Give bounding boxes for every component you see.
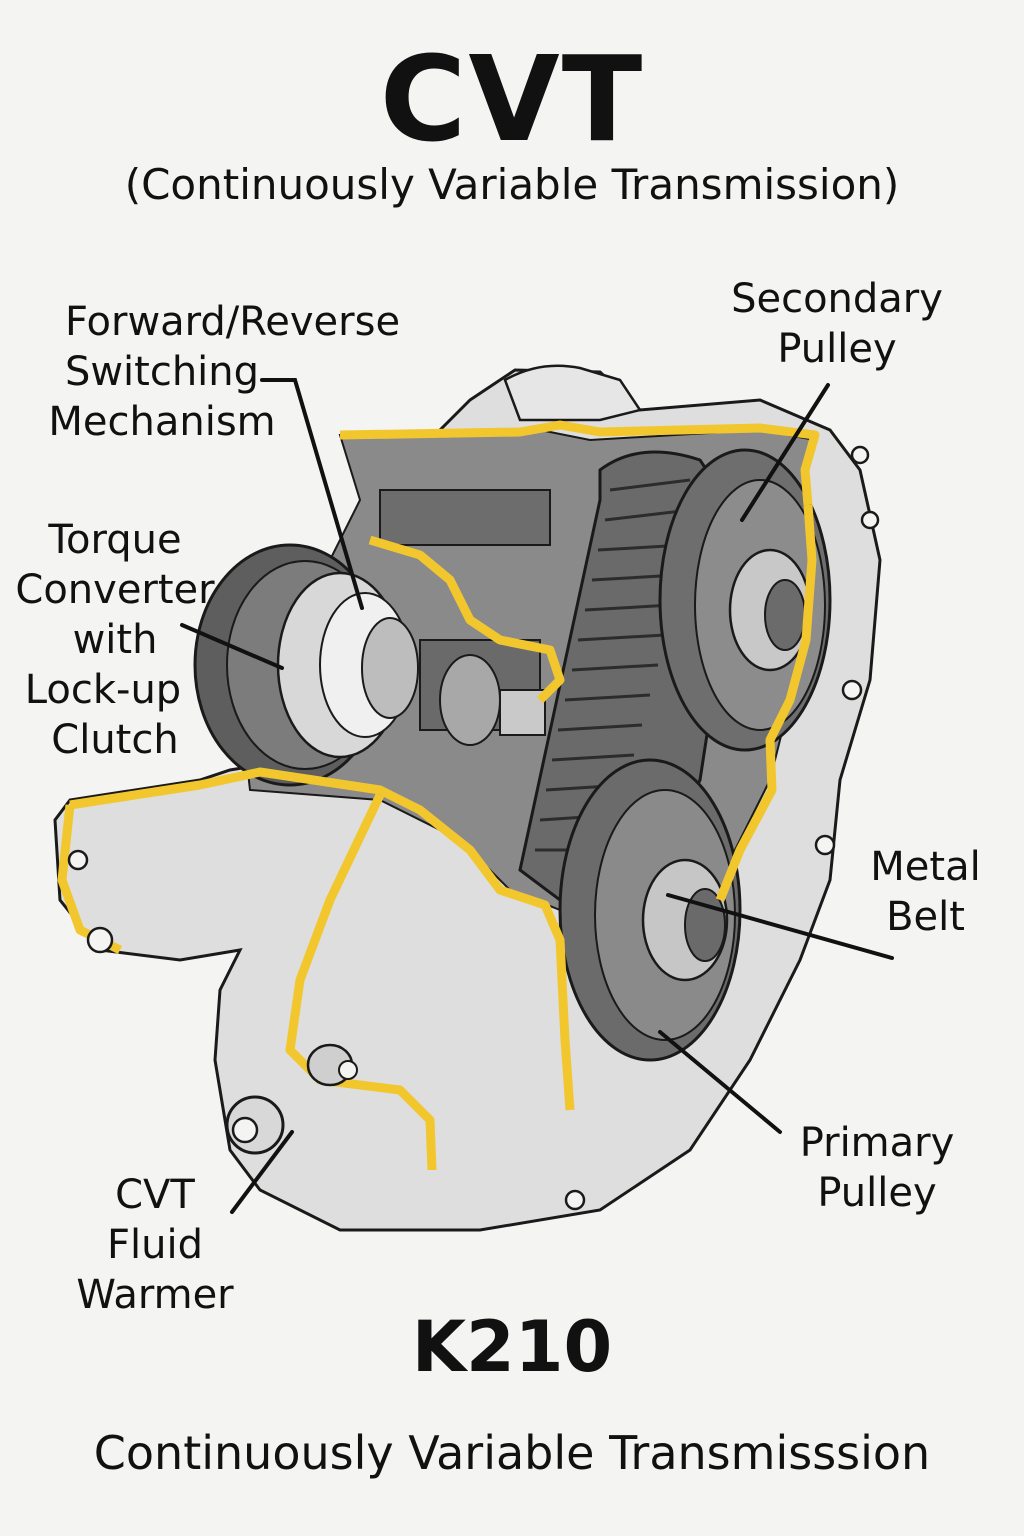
fluid-warmer-fitting (225, 1043, 358, 1155)
label-line: Torque (48, 517, 182, 563)
model-code: K210 (411, 1306, 613, 1388)
cutaway-edge-lower-left (285, 793, 437, 1171)
label-line: Mechanism (48, 399, 276, 445)
leader-metal-belt (666, 893, 894, 960)
label-forward-reverse-mechanism: Forward/Reverse Switching Mechanism (20, 297, 440, 447)
input-shaft-gears (379, 489, 551, 746)
housing-bolts (67, 445, 880, 1211)
cutaway-edge-middle (368, 535, 565, 704)
label-metal-belt: Metal Belt (858, 842, 993, 942)
leader-secondary-pulley (740, 383, 830, 522)
label-line: Clutch (51, 717, 179, 763)
leader-forward-reverse (260, 378, 364, 610)
cutaway-edge-bottom (69, 767, 575, 1111)
diagram-title: CVT (379, 30, 645, 168)
label-line: Pulley (817, 1170, 937, 1216)
label-line: Switching (64, 349, 260, 395)
label-primary-pulley: Primary Pulley (782, 1118, 972, 1218)
label-line: Forward/Reverse (64, 299, 401, 345)
leader-lines (180, 378, 894, 1214)
label-line: Converter (15, 567, 215, 613)
torque-converter (193, 543, 419, 787)
label-line: Pulley (777, 326, 897, 372)
diagram-subtitle: (Continuously Variable Transmission) (124, 160, 900, 209)
label-torque-converter: Torque Converter with Lock-up Clutch (10, 515, 220, 765)
secondary-pulley (658, 448, 832, 752)
label-line: CVT (115, 1172, 195, 1218)
housing-top-boss (503, 364, 643, 422)
label-cvt-fluid-warmer: CVT Fluid Warmer (65, 1170, 245, 1320)
cutaway-edge-top (339, 420, 820, 506)
leader-primary-pulley (658, 1030, 782, 1134)
cutaway-edge-right (715, 504, 817, 902)
label-line: with (72, 617, 158, 663)
label-line: Fluid (107, 1222, 203, 1268)
leader-torque-converter (180, 623, 284, 670)
label-line: Metal (870, 844, 981, 890)
label-line: Primary (799, 1120, 955, 1166)
primary-pulley (558, 758, 742, 1062)
leader-fluid-warmer (230, 1130, 294, 1214)
label-line: Belt (886, 894, 965, 940)
label-line: Warmer (76, 1272, 234, 1318)
footer-caption: Continuously Variable Transmisssion (93, 1426, 931, 1480)
label-line: Lock-up (24, 667, 182, 713)
label-secondary-pulley: Secondary Pulley (722, 274, 952, 374)
label-line: Secondary (731, 276, 943, 322)
